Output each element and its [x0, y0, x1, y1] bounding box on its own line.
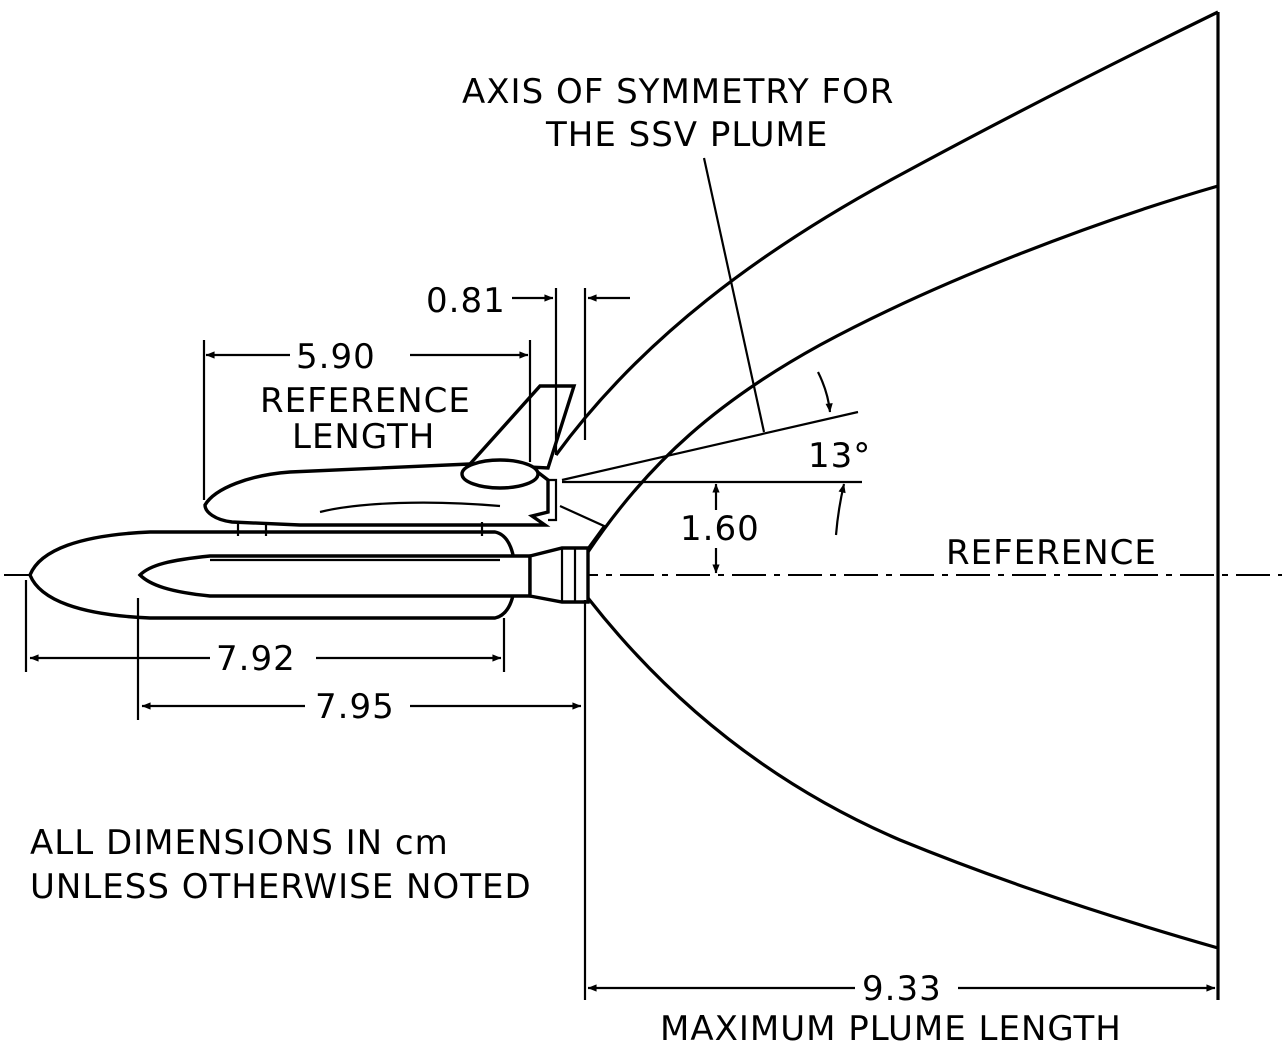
axis-label-leader: [702, 157, 766, 433]
dim-933-label: 9.33: [862, 969, 942, 1009]
main-engine-nozzle: [559, 504, 606, 549]
dim-792-label: 7.92: [216, 639, 296, 679]
plume-lower-boundary: [586, 597, 1219, 950]
reference-length-label-line2: LENGTH: [292, 417, 435, 457]
angle-label: 13°: [808, 436, 871, 476]
booster-nozzle: [528, 546, 590, 604]
reference-label: REFERENCE: [946, 533, 1157, 573]
angle-arrow-lower: [834, 483, 846, 536]
axis-of-symmetry-line: [561, 410, 859, 482]
dim-590-label: 5.90: [296, 337, 376, 377]
reference-length-label-line1: REFERENCE: [260, 381, 471, 421]
units-note-line1: ALL DIMENSIONS IN cm: [30, 823, 449, 863]
orbiter: [203, 384, 577, 536]
solid-rocket-booster: [137, 554, 532, 598]
plume-inner-boundary: [586, 184, 1219, 553]
axis-label-line1: AXIS OF SYMMETRY FOR: [462, 72, 894, 112]
dim-795-label: 7.95: [315, 687, 395, 727]
max-plume-length-label: MAXIMUM PLUME LENGTH: [660, 1009, 1122, 1046]
dim-160-label: 1.60: [680, 509, 760, 549]
axis-label-line2: THE SSV PLUME: [545, 115, 828, 155]
units-note-line2: UNLESS OTHERWISE NOTED: [30, 867, 532, 907]
angle-arrow-upper: [817, 371, 833, 413]
dim-081-label: 0.81: [426, 281, 506, 321]
plume-outer-boundary: [554, 10, 1219, 456]
